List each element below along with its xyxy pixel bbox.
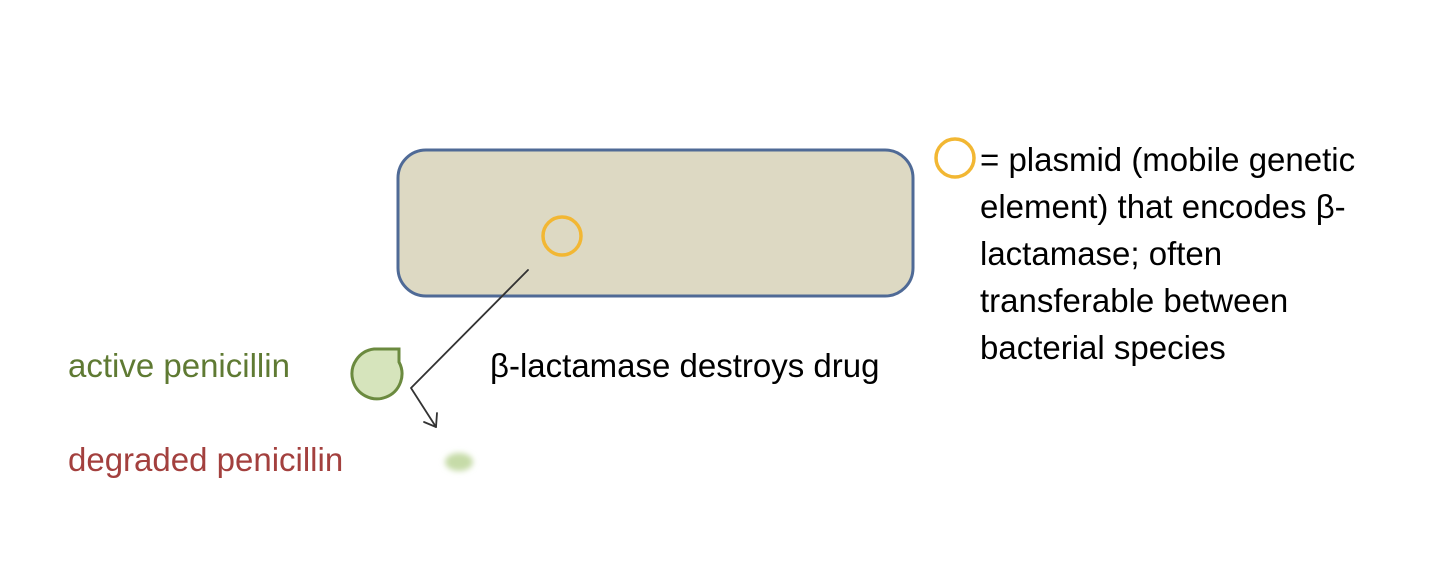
legend-line: = plasmid (mobile genetic: [980, 141, 1356, 178]
legend-line: transferable between: [980, 282, 1289, 319]
beta-lactamase-action-label: β-lactamase destroys drug: [490, 347, 880, 384]
legend-line: bacterial species: [980, 329, 1226, 366]
degraded-penicillin-label: degraded penicillin: [68, 441, 344, 478]
legend-line: lactamase; often: [980, 235, 1223, 272]
legend-plasmid-icon: [934, 137, 976, 179]
plasmid-icon: [541, 215, 583, 257]
bacterial-cell: [396, 148, 915, 298]
active-penicillin-icon: [350, 347, 404, 401]
degradation-arrow: [410, 269, 529, 428]
degraded-penicillin-icon: [445, 453, 473, 471]
plasmid-legend-text: = plasmid (mobile genetic element) that …: [980, 136, 1420, 371]
legend-line: element) that encodes β-: [980, 188, 1346, 225]
active-penicillin-label: active penicillin: [68, 347, 290, 384]
